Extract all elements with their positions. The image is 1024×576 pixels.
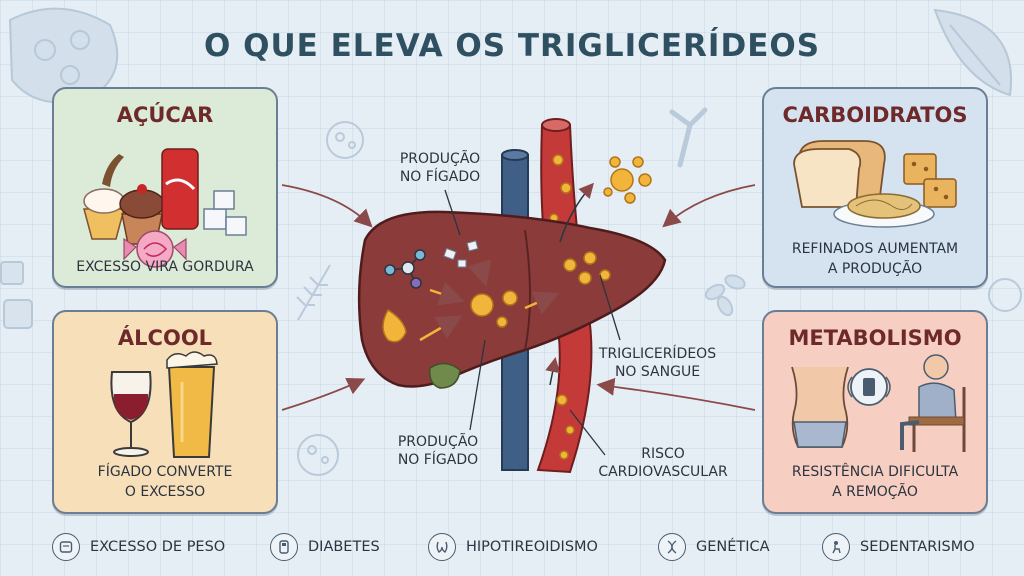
liver-vessel-illustration: [357, 118, 667, 474]
molecule-icon: [384, 249, 426, 289]
cell-circle-icon: [297, 121, 1022, 476]
insulin-icon: [847, 368, 891, 406]
scale-icon: [52, 533, 80, 561]
card-title: METABOLISMO: [788, 326, 962, 350]
label-risco-cardiovascular: RISCO CARDIOVASCULAR: [598, 446, 728, 480]
bean-sketch-icon: [704, 274, 746, 317]
pasta-plate-icon: [833, 193, 935, 228]
card-caption: FÍGADO CONVERTE O EXCESSO: [97, 464, 233, 500]
dna-icon: [658, 533, 686, 561]
factor-excesso-de-peso: EXCESSO DE PESO: [52, 532, 225, 562]
bread-icon: [793, 140, 886, 208]
seated-person-icon: [822, 533, 850, 561]
seated-person-icon: [900, 354, 966, 452]
page-title: O QUE ELEVA OS TRIGLICERÍDEOS: [203, 28, 821, 64]
arrow-metabolismo: [596, 377, 756, 411]
sweets-illustration: [83, 148, 247, 268]
cell-sketch-icon: [8, 7, 119, 104]
card-title: AÇÚCAR: [116, 103, 214, 127]
card-caption: REFINADOS AUMENTAM A PRODUÇÃO: [791, 241, 959, 277]
arrow: [545, 182, 594, 386]
branch-sketch-icon: [669, 107, 708, 168]
waist-icon: [791, 366, 849, 448]
glucometer-icon: [270, 533, 298, 561]
fat-cluster-icon: [603, 156, 652, 204]
leader-line: [444, 189, 621, 456]
fat-droplet-icon: [470, 251, 611, 328]
gallbladder: [428, 362, 461, 389]
arrow-acucar: [281, 184, 373, 228]
cube-sketch-icon: [0, 261, 33, 329]
candy-icon: [123, 230, 187, 268]
drinks-illustration: [110, 351, 218, 458]
factor-hipotireoidismo: HIPOTIREOIDISMO: [428, 532, 598, 562]
label-producao-figado-bottom: PRODUÇÃO NO FÍGADO: [397, 434, 479, 468]
label-triglicerideos-sangue: TRIGLICERÍDEOS NO SANGUE: [598, 346, 717, 380]
card-caption: EXCESSO VIRA GORDURA: [76, 259, 254, 275]
beer-glass-icon: [166, 351, 218, 458]
metabolism-illustration: [791, 354, 966, 452]
cracker-icon: [903, 153, 957, 208]
sugar-cube-icon: [203, 190, 247, 236]
factor-diabetes: DIABETES: [270, 532, 380, 562]
label-producao-figado-top: PRODUÇÃO NO FÍGADO: [399, 151, 481, 185]
card-title: ÁLCOOL: [117, 326, 213, 350]
card-title: CARBOIDRATOS: [782, 103, 968, 127]
arrow-carboidratos: [662, 184, 756, 228]
card-metabolismo: METABOLISMO RESISTÊNCIA DIFICULTA A REMO…: [762, 310, 988, 514]
carbs-illustration: [793, 140, 957, 228]
wheat-sketch-icon: [296, 264, 331, 321]
factor-sedentarismo: SEDENTARISMO: [822, 532, 975, 562]
card-acucar: AÇÚCAR EXCESSO VIRA GORDURA: [52, 87, 278, 288]
sugar-crystal-icon: [443, 240, 479, 268]
wine-glass-icon: [110, 371, 152, 457]
thyroid-icon: [428, 533, 456, 561]
oil-drop-icon: [382, 308, 407, 343]
factor-genetica: GENÉTICA: [658, 532, 770, 562]
card-caption: RESISTÊNCIA DIFICULTA A REMOÇÃO: [791, 464, 959, 500]
card-alcool: ÁLCOOL FÍGADO CONVERTE O EXCESSO: [52, 310, 278, 514]
leaf-sketch-icon: [933, 8, 1012, 97]
card-carboidratos: CARBOIDRATOS REFINADOS AUMENTAM A PRODUÇ…: [762, 87, 988, 288]
arrow-alcool: [281, 377, 366, 411]
soda-can-icon: [161, 148, 199, 230]
